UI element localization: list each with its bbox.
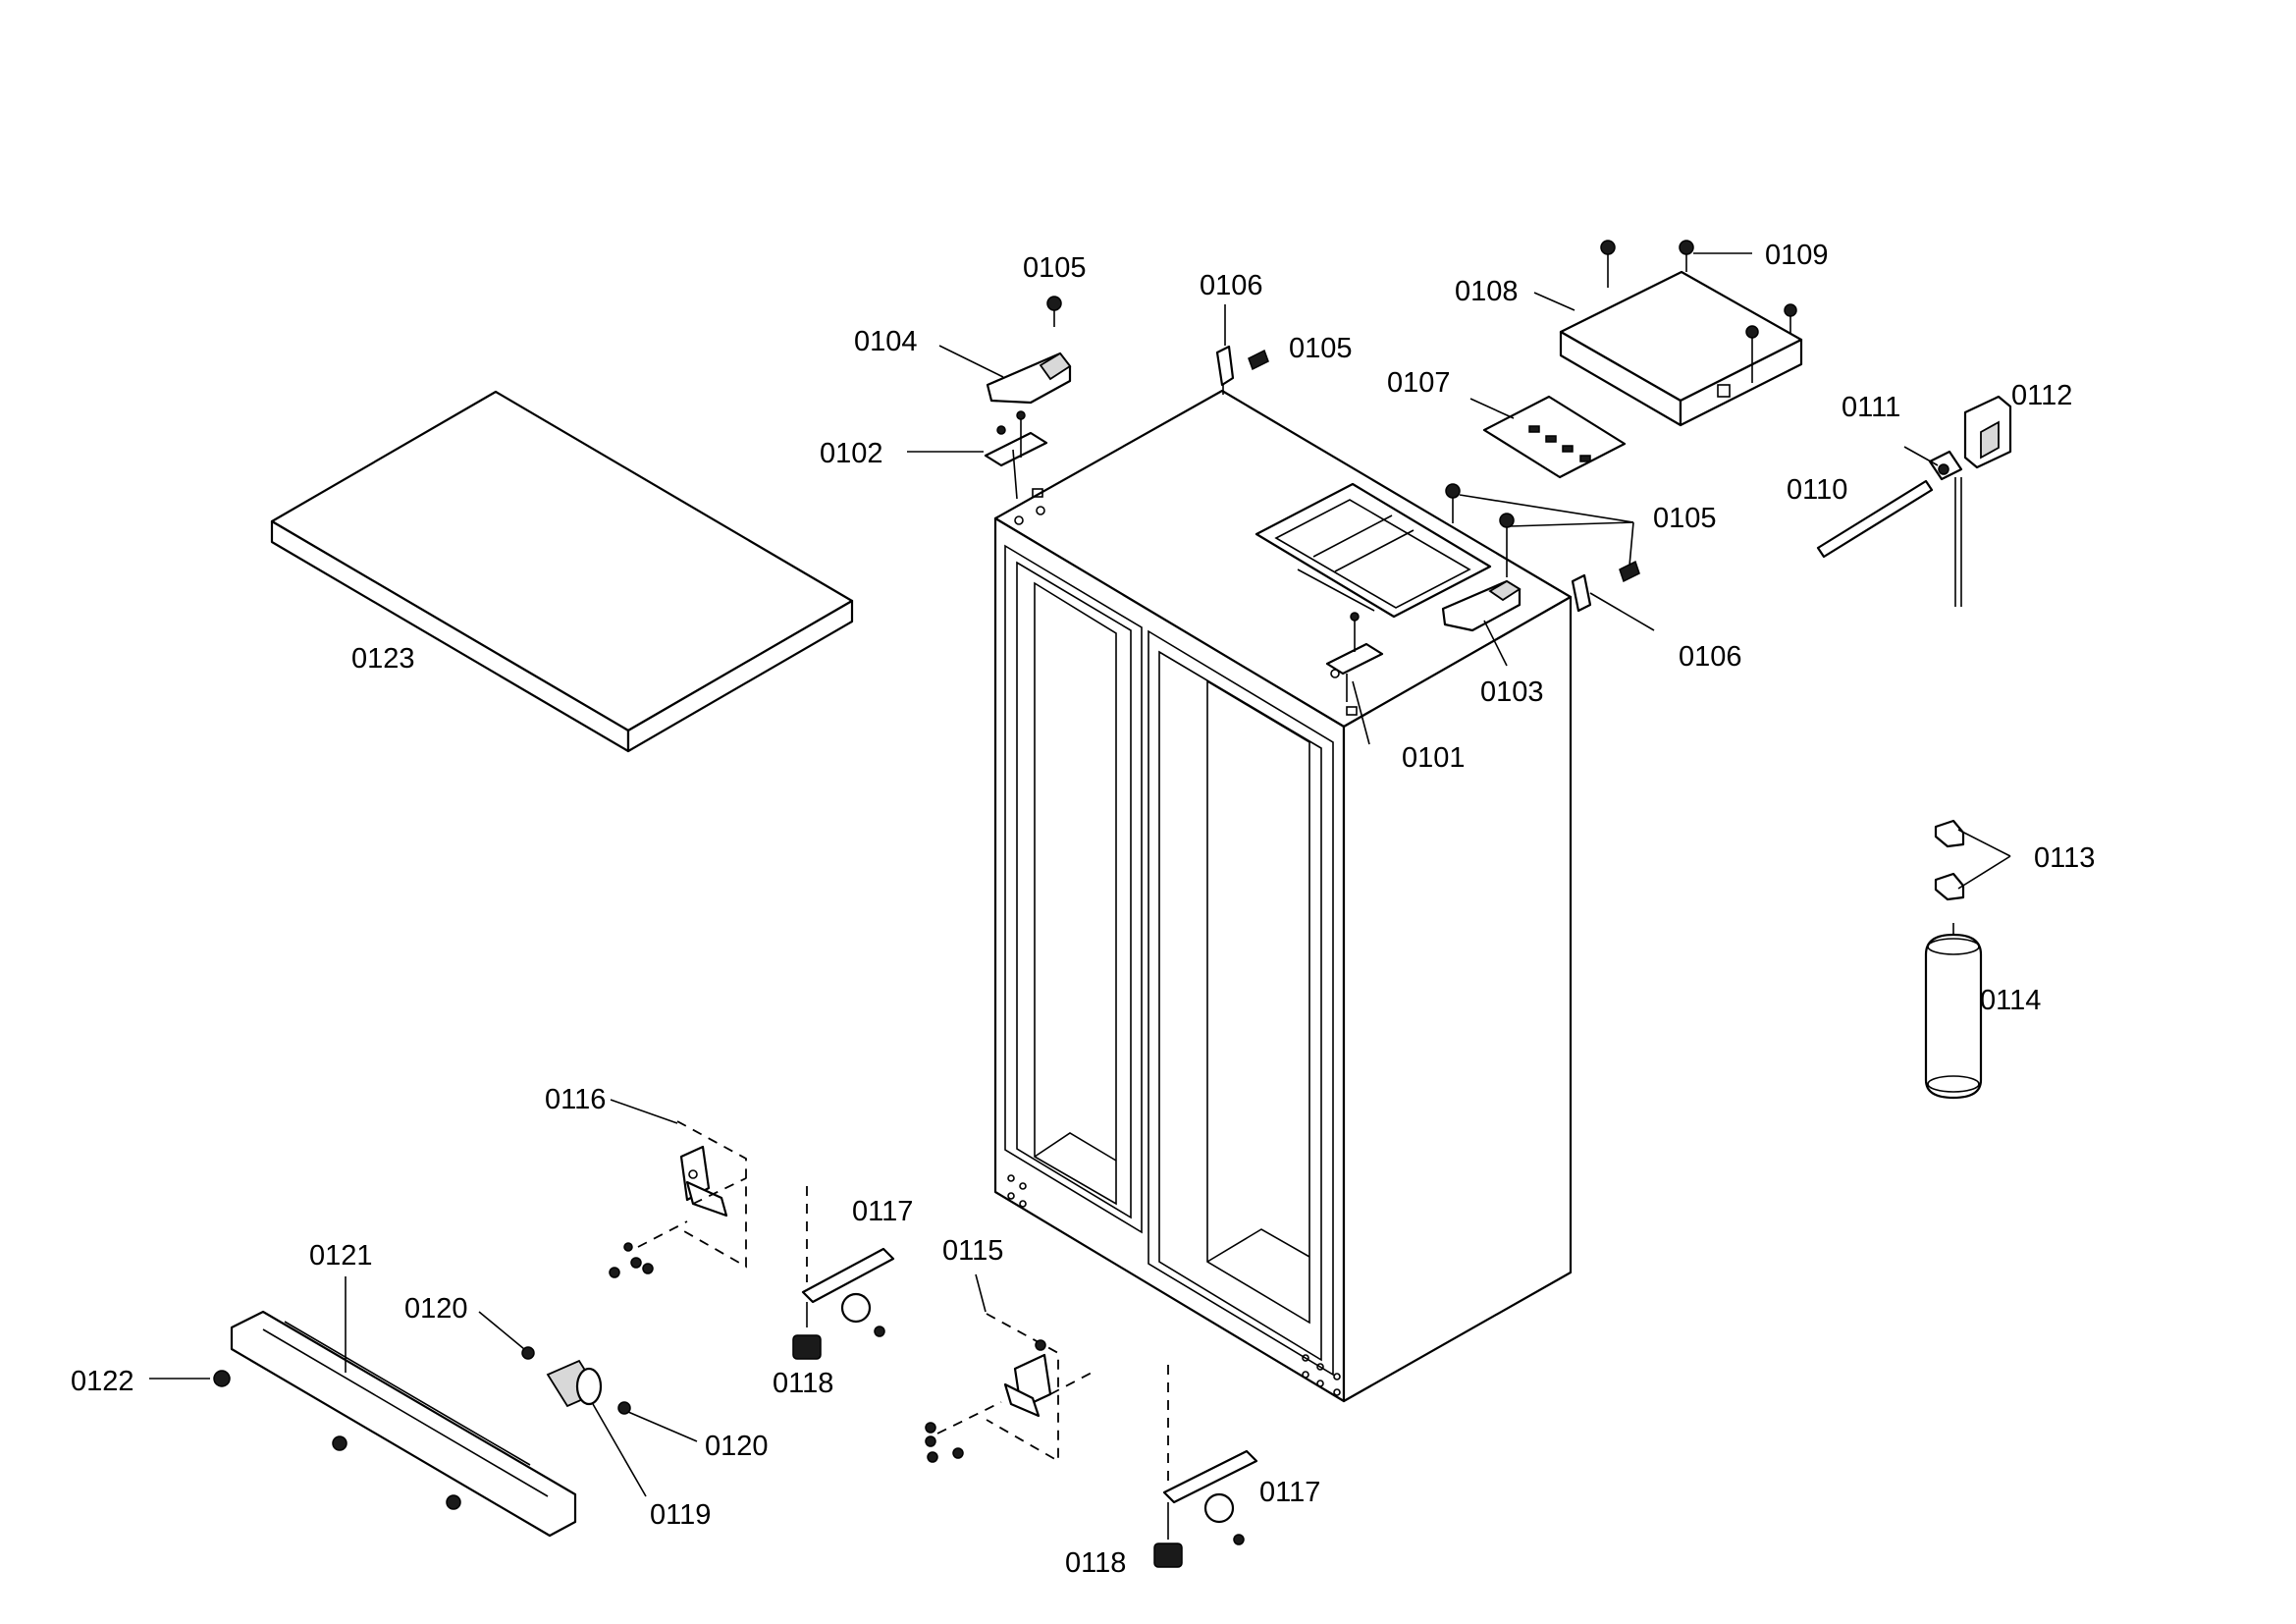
part-0103-hinge-cover [1441,579,1522,632]
callout-0104: 0104 [854,326,918,357]
part-0105-screws-right [1445,483,1640,583]
callout-0110: 0110 [1787,474,1847,506]
part-0106-bracket-right [1571,573,1592,613]
part-0117-caster-left [801,1186,895,1337]
part-0108-cover [1559,270,1803,427]
callout-0103: 0103 [1480,677,1544,708]
part-0123-top-panel [270,390,854,753]
part-0116-lower-hinge [609,1120,747,1278]
callout-0119: 0119 [650,1499,711,1531]
callout-0102: 0102 [820,438,883,469]
part-0122-screw [213,1370,461,1510]
callout-0116: 0116 [545,1084,606,1115]
callout-0120-top: 0120 [404,1293,468,1325]
refrigerator-cabinet [993,389,1573,1403]
part-0107-control-board [1482,395,1627,479]
callout-0118-left: 0118 [773,1368,833,1399]
callout-0115: 0115 [942,1235,1003,1267]
callout-0106-right: 0106 [1679,641,1742,673]
callout-0105-hinge: 0105 [1289,333,1353,364]
part-0114-filter [1924,923,1983,1100]
callout-0117-left: 0117 [852,1196,913,1227]
callout-0106-top: 0106 [1200,270,1263,301]
part-0101-hinge [1325,612,1384,716]
part-0115-lower-hinge [925,1313,1096,1463]
part-0111-valve [1928,450,1963,607]
callout-0118-right: 0118 [1065,1547,1126,1579]
part-0105-screw-hinge [1248,349,1269,371]
part-0120-screws [521,1346,631,1415]
callout-0120-bottom: 0120 [705,1431,769,1462]
part-0113-clips [1934,819,1965,901]
part-0121-kick-plate [230,1310,577,1538]
part-0118-foot-right [1153,1502,1183,1568]
part-0118-foot-left [792,1302,822,1360]
part-0112-bracket [1963,395,2012,469]
callout-0108: 0108 [1455,276,1519,307]
part-0106-bracket-top [1215,345,1235,395]
part-0117-caster-right [1162,1365,1258,1545]
callout-0112: 0112 [2011,380,2072,411]
callout-0111: 0111 [1842,392,1900,423]
callout-0123: 0123 [351,643,415,675]
callout-0105-right: 0105 [1653,503,1717,534]
callout-0107: 0107 [1387,367,1451,399]
callout-0121: 0121 [309,1240,373,1272]
callout-labels: 0101 0102 0103 0104 0105 0105 0105 0106 … [71,240,2095,1579]
part-0102-top-hinge [984,410,1048,500]
part-0110-rod [1816,479,1934,559]
callout-0105-top: 0105 [1023,252,1087,284]
callout-0113: 0113 [2034,842,2095,874]
callout-0117-right: 0117 [1259,1477,1320,1508]
part-0109-screws [1600,240,1797,383]
part-0119-adjuster [546,1359,603,1408]
callout-0109: 0109 [1765,240,1829,271]
part-0104-hinge-cover [986,352,1072,405]
callout-0101: 0101 [1402,742,1466,774]
callout-0122: 0122 [71,1366,134,1397]
callout-0114: 0114 [1980,985,2041,1016]
leader-lines [149,252,2011,1497]
part-0105-screw-top [1046,296,1062,327]
